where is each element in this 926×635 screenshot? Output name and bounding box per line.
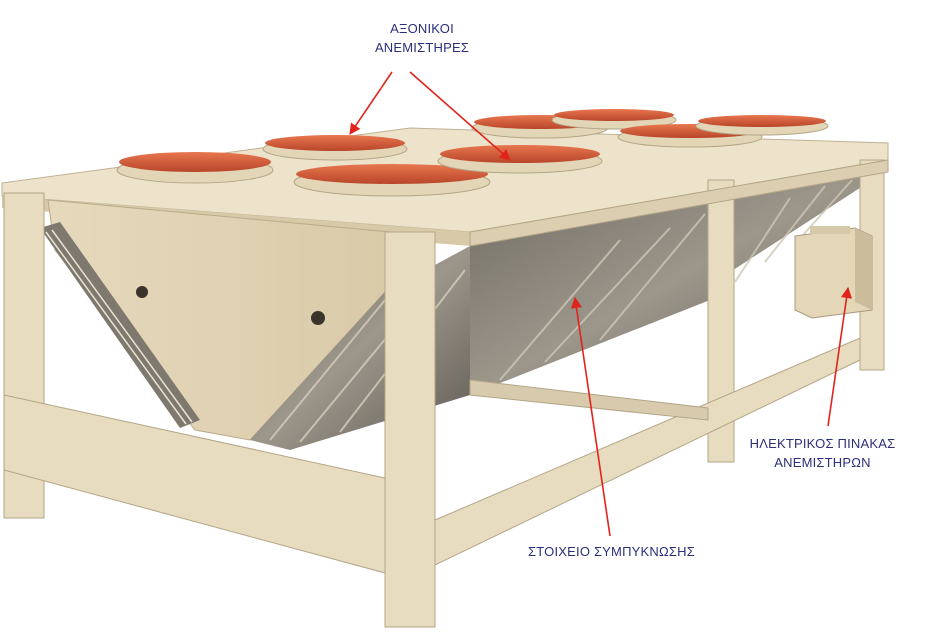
condensing-coil-left [40, 222, 200, 428]
condensing-element-label: ΣΤΟΙΧΕΙΟ ΣΥΜΠΥΚΝΩΣΗΣ [528, 542, 738, 561]
fan-2 [262, 135, 408, 161]
support-frame [3, 159, 889, 628]
condensing-element-label-line1: ΣΤΟΙΧΕΙΟ ΣΥΜΠΥΚΝΩΣΗΣ [528, 544, 695, 559]
fan-1 [116, 152, 274, 184]
fan-4 [437, 145, 603, 174]
fan-8 [695, 115, 829, 136]
axial-fans-label-line2: ΑΝΕΜΙΣΤΗΡΕΣ [374, 40, 470, 55]
axial-fans-label-line1: ΑΞΟΝΙΚΟΙ [390, 21, 454, 36]
electrical-panel-box [794, 226, 873, 319]
electrical-panel-label-line2: ΑΝΕΜΙΣΤΗΡΩΝ [774, 455, 871, 470]
axial-fans [116, 109, 829, 197]
electrical-panel-label: ΗΛΕΚΤΡΙΚΟΣ ΠΙΝΑΚΑΣ ΑΝΕΜΙΣΤΗΡΩΝ [735, 434, 910, 472]
pointer-arrows [349, 71, 853, 537]
arrow-to-fan-right [409, 71, 511, 161]
arrow-to-fan-left [349, 71, 393, 135]
electrical-panel-label-line1: ΗΛΕΚΤΡΙΚΟΣ ΠΙΝΑΚΑΣ [749, 436, 896, 451]
axial-fans-label: ΑΞΟΝΙΚΟΙ ΑΝΕΜΙΣΤΗΡΕΣ [352, 19, 492, 57]
fan-6 [551, 109, 677, 130]
arrow-to-coil [570, 296, 611, 537]
fan-3 [293, 164, 491, 197]
arrow-to-panel [827, 286, 853, 427]
